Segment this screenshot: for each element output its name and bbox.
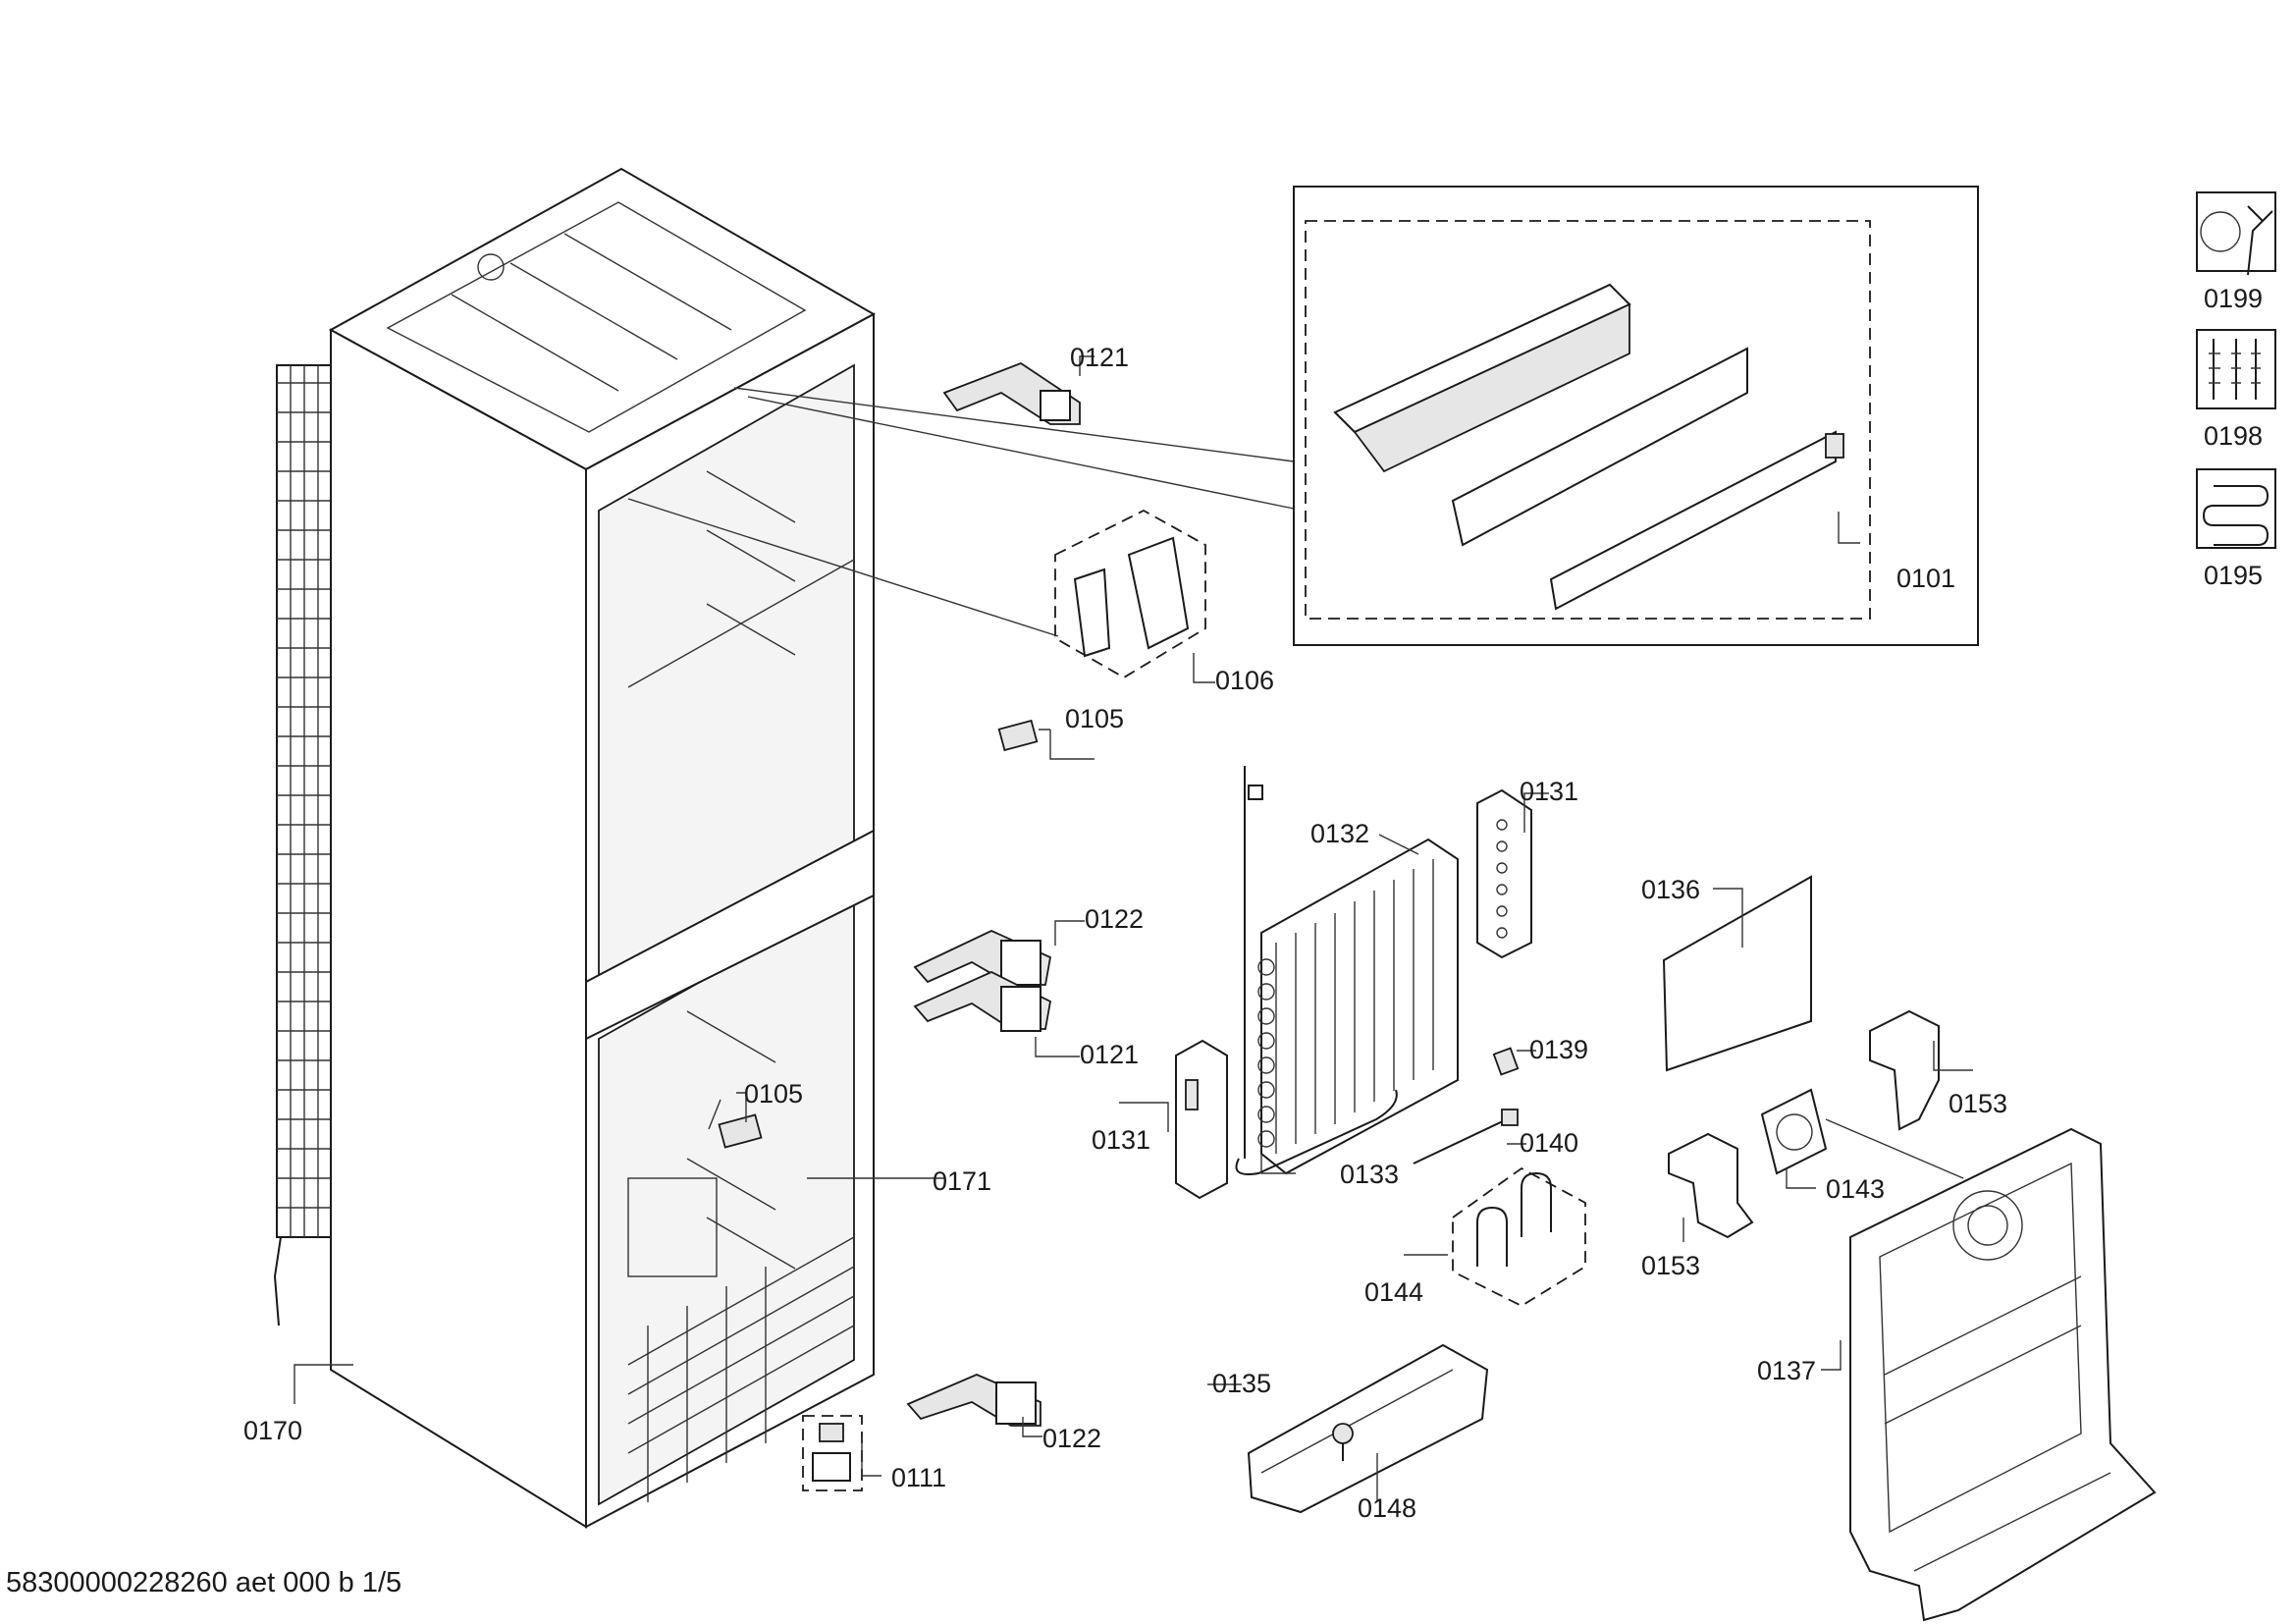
label-0121-middle: 0121 [1080,1040,1139,1069]
lamp-cover-0106 [627,498,1206,679]
hinge-0122-lower [906,1374,1041,1427]
fridge-cabinet [328,167,877,1529]
label-0105-lower: 0105 [744,1079,803,1109]
label-0131-left: 0131 [1092,1125,1150,1155]
label-0101: 0101 [1896,564,1955,593]
leader-lines [294,355,1973,1502]
label-0105-top: 0105 [1065,704,1124,733]
cover-0131-right [1476,788,1532,959]
label-0133: 0133 [1340,1160,1399,1189]
plug-0148 [1332,1423,1354,1461]
label-0122-middle: 0122 [1085,904,1144,934]
cover-0131-left [1175,1039,1228,1200]
label-0143: 0143 [1826,1174,1885,1204]
switch-0105-top [997,719,1039,752]
sensor-0139 [1492,1047,1520,1076]
clips-0144 [1452,1166,1586,1308]
fan-0143 [1760,1088,1964,1179]
label-0106: 0106 [1215,666,1274,695]
legend-codes: 0199 0198 0195 [2204,284,2263,590]
label-0148: 0148 [1358,1493,1416,1523]
panel-0136 [1662,875,1812,1072]
condenser-coil [273,364,332,1326]
label-0171: 0171 [933,1166,991,1196]
legend-code-0198: 0198 [2204,421,2263,451]
legend-code-0195: 0195 [2204,561,2263,590]
duct-0153-lower [1668,1132,1754,1239]
hinge-0121-top [942,361,1081,425]
label-0122-lower: 0122 [1042,1424,1101,1453]
label-0121-top: 0121 [1070,343,1129,372]
label-0137: 0137 [1757,1356,1816,1385]
part-labels: 0101 0121 0106 0105 0122 0121 0105 0171 … [243,343,2007,1523]
evaporator-cover-0137 [1849,1127,2157,1622]
label-0131-right: 0131 [1520,777,1578,806]
screws-icon [2196,329,2276,409]
label-0135: 0135 [1212,1369,1271,1398]
label-0170: 0170 [243,1416,302,1445]
label-0139: 0139 [1529,1035,1588,1064]
legend-code-0199: 0199 [2204,284,2263,313]
control-module-detail [733,186,1979,646]
foot-0111 [802,1415,863,1491]
label-0153-lower: 0153 [1641,1251,1700,1280]
sensor-0140 [1413,1109,1519,1164]
heating-coil-icon [2196,468,2276,549]
hinge-0121-middle [913,971,1052,1032]
label-0140: 0140 [1520,1128,1578,1158]
label-0132: 0132 [1310,819,1369,848]
switch-0105-lower [708,1099,763,1149]
label-0136: 0136 [1641,875,1700,904]
label-0144: 0144 [1364,1277,1423,1307]
label-0111: 0111 [891,1463,946,1492]
tools-wrench-icon [2196,191,2276,276]
hinge-0122-middle [913,930,1052,986]
tray-0135 [1247,1343,1489,1514]
document-id: 58300000228260 aet 000 b 1/5 [6,1567,402,1598]
duct-0153-top [1869,1009,1940,1131]
label-0153-top: 0153 [1949,1089,2007,1118]
